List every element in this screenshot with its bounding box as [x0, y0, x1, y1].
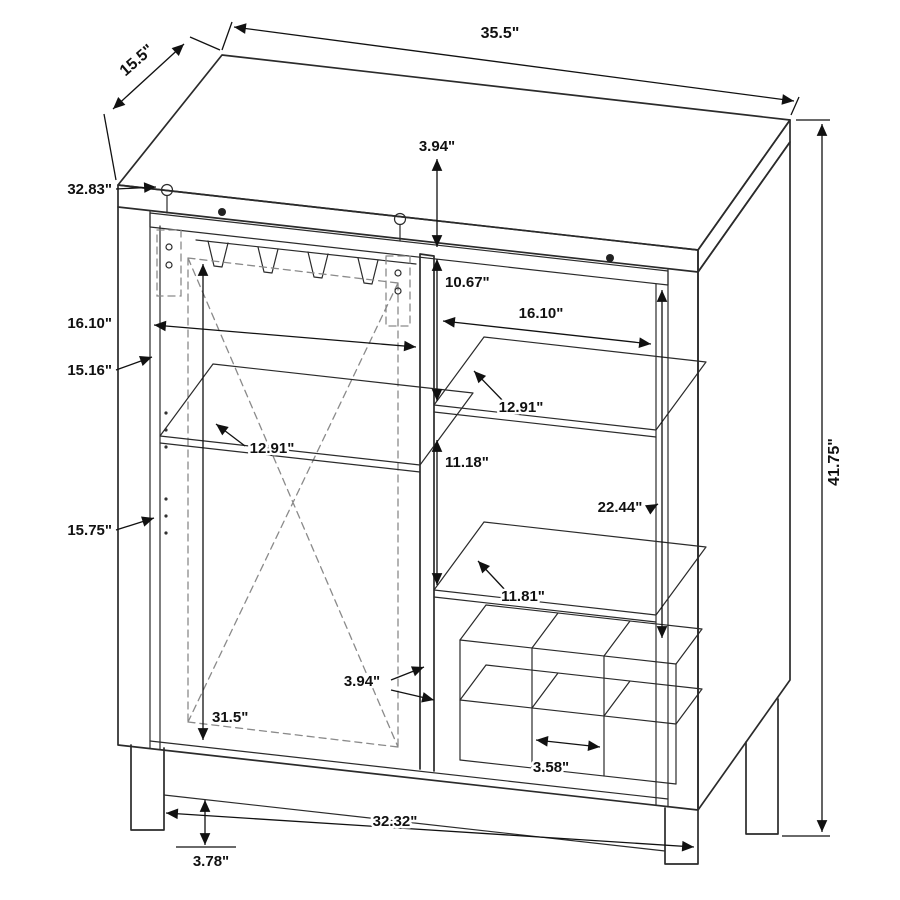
dim-divider-offset: 3.94" — [341, 666, 435, 703]
dim-cubby-width-label: 3.58" — [533, 759, 569, 776]
dim-left-interior-height-label: 31.5" — [212, 709, 248, 726]
dim-left-lower-label: 15.75" — [67, 522, 112, 539]
right-side-panel — [697, 141, 791, 811]
stemware-slot — [207, 240, 229, 268]
sliding-door-track — [149, 183, 669, 286]
dim-right-lower-shelf-depth: 11.81" — [477, 560, 547, 608]
dim-top-clearance-label: 3.94" — [419, 138, 455, 155]
dim-right-width: 16.10" — [442, 303, 652, 348]
wine-rack-top-edges — [459, 604, 703, 665]
dim-left-shelf-depth: 12.91" — [215, 423, 297, 460]
front-frame — [117, 206, 699, 811]
dim-top-width-label: 35.5" — [481, 25, 520, 42]
dim-track-length-label: 32.83" — [67, 181, 112, 198]
dim-height-label: 41.75" — [826, 438, 843, 486]
stemware-slot — [307, 251, 329, 279]
dim-left-upper-label: 15.16" — [67, 362, 112, 379]
right-shelf-lower — [433, 521, 707, 623]
roller-right — [393, 212, 407, 226]
dim-right-mid: 11.18" — [431, 440, 491, 585]
right-shelf-upper — [433, 336, 707, 438]
dim-leg-height-label: 3.78" — [193, 853, 229, 870]
dim-divider-offset-label: 3.94" — [344, 673, 380, 690]
cabinet-body — [117, 54, 791, 852]
door-knob-left — [218, 208, 226, 216]
left-shelf — [159, 363, 474, 473]
dim-right-lower-shelf-depth-label: 11.81" — [501, 588, 545, 605]
wine-rack — [459, 604, 703, 785]
dim-top-clearance: 3.94" — [416, 136, 458, 247]
dim-right-shelf-depth: 12.91" — [473, 370, 546, 419]
dim-right-interior-height: 22.44" — [595, 290, 668, 638]
wine-rack-shelves — [459, 639, 677, 785]
shelves — [159, 336, 707, 623]
wine-rack-mid-edges — [459, 664, 703, 725]
open-door-dashed — [156, 229, 411, 748]
dim-height: 41.75" — [782, 119, 846, 837]
dim-left-shelf-depth-label: 12.91" — [250, 440, 295, 457]
stemware-slot — [357, 257, 379, 285]
top-slab-right — [697, 119, 791, 273]
leg-front-right — [664, 807, 699, 865]
dim-track-length: 32.83" — [65, 179, 157, 201]
door-outline-hidden — [187, 257, 399, 748]
hinge-hole — [165, 243, 173, 251]
stemware-slot — [257, 246, 279, 274]
dim-left-interior-height: 31.5" — [197, 264, 251, 740]
dim-left-width: 16.10" — [65, 313, 417, 352]
leg-back-right — [745, 698, 779, 835]
dim-base-width-label: 32.32" — [373, 813, 418, 830]
dim-left-upper: 15.16" — [65, 356, 153, 382]
dim-right-interior-height-label: 22.44" — [598, 499, 643, 516]
dim-right-mid-label: 11.18" — [445, 454, 489, 471]
shelf-pin-holes — [164, 411, 168, 535]
hinge-hole — [394, 287, 402, 295]
stemware-rack — [195, 239, 417, 285]
dim-top-width: 35.5" — [221, 21, 800, 116]
track-rail — [149, 212, 669, 286]
door-knob-right — [606, 254, 614, 262]
dim-right-upper-label: 10.67" — [445, 274, 490, 291]
dim-base-width: 32.32" — [165, 808, 695, 852]
dim-right-width-label: 16.10" — [519, 305, 564, 322]
dim-right-upper: 10.67" — [431, 259, 492, 401]
dim-left-lower: 15.75" — [65, 516, 155, 542]
floor-line — [149, 740, 669, 800]
hinge-hole — [165, 261, 173, 269]
dim-left-width-label: 16.10" — [67, 315, 112, 332]
hinge-plate-left — [156, 229, 182, 297]
hinge-hole — [394, 269, 402, 277]
dim-leg-height: 3.78" — [176, 800, 236, 873]
center-divider — [419, 253, 435, 772]
stemware-rail — [195, 239, 417, 265]
dim-top-depth: 15.5" — [103, 36, 221, 181]
leg-front-left — [130, 744, 165, 831]
hinge-plate-right — [385, 255, 411, 327]
dim-cubby-width: 3.58" — [530, 736, 601, 779]
dim-right-shelf-depth-label: 12.91" — [499, 399, 544, 416]
